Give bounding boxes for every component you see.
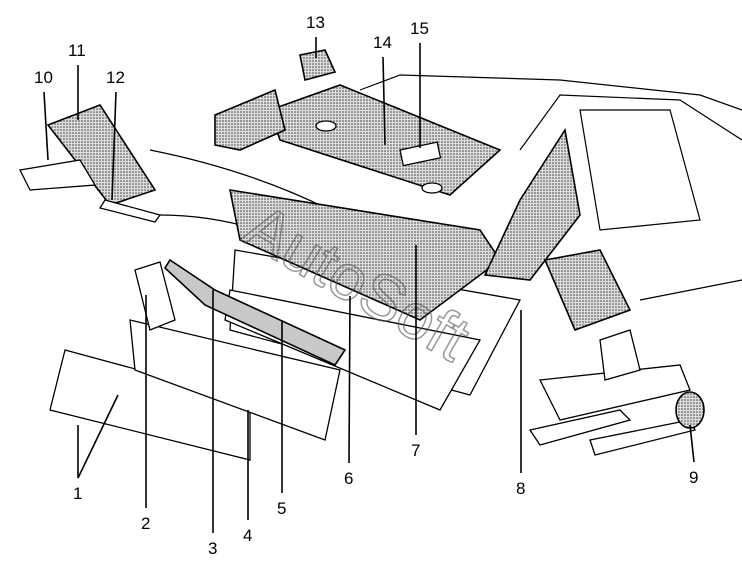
callout-5: 5 [277, 499, 286, 518]
callout-4: 4 [243, 526, 252, 545]
car-body-outline [149, 74, 742, 301]
callout-11: 11 [68, 41, 86, 60]
chassis-rails [528, 329, 705, 456]
side-trims [214, 88, 632, 332]
callout-8: 8 [516, 479, 525, 498]
callout-7: 7 [411, 441, 420, 460]
leader-lines [43, 37, 695, 533]
callout-15: 15 [410, 19, 429, 38]
callout-13: 13 [306, 13, 325, 32]
callout-9: 9 [689, 468, 698, 487]
callout-14: 14 [373, 33, 392, 52]
callout-labels: 1 2 3 4 5 6 7 8 9 10 11 12 13 14 15 [34, 13, 698, 558]
trunk-mat [228, 189, 502, 321]
callout-2: 2 [141, 514, 150, 533]
rear-panel-assembly [49, 258, 347, 461]
callout-3: 3 [208, 539, 217, 558]
callout-10: 10 [34, 68, 53, 87]
callout-12: 12 [106, 68, 125, 87]
callout-6: 6 [344, 469, 353, 488]
callout-1: 1 [73, 484, 82, 503]
